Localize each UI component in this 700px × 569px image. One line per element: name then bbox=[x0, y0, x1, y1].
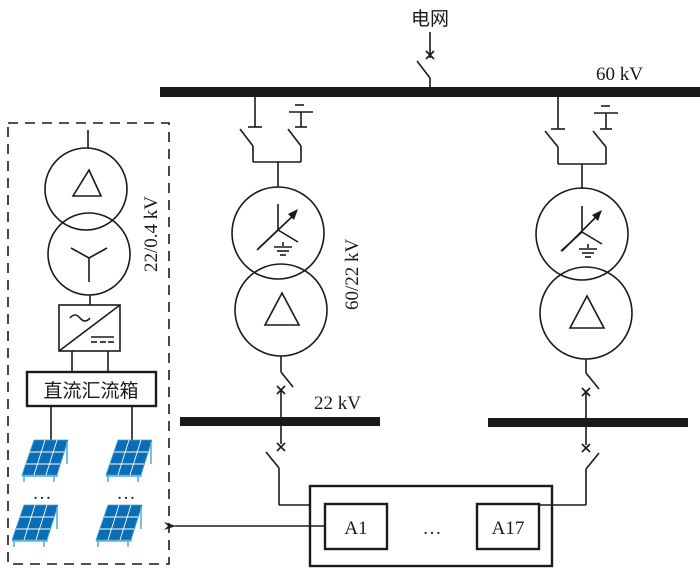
breaker-x-icon bbox=[276, 442, 286, 452]
main-branch-right bbox=[535, 97, 633, 418]
transformer-primary-winding bbox=[535, 187, 629, 281]
feeder-ellipsis: … bbox=[423, 518, 442, 539]
earth-icon bbox=[289, 104, 313, 128]
dc-combiner-box bbox=[25, 370, 158, 408]
transformer-secondary-winding bbox=[47, 212, 131, 296]
transformer-primary-winding bbox=[44, 147, 128, 231]
earthing-switch-blade bbox=[592, 130, 607, 148]
pv-transformer-rating: 22/0.4 kV bbox=[141, 196, 162, 272]
star-grounded-tap-icon bbox=[560, 206, 603, 258]
earthing-switch-blade bbox=[287, 128, 302, 147]
feeder-right bbox=[539, 427, 600, 506]
feeder-a17-box[interactable] bbox=[475, 502, 541, 551]
grid-breaker-x-icon bbox=[425, 50, 435, 60]
transformer-secondary-winding bbox=[539, 266, 633, 360]
pv-panel-icon bbox=[105, 439, 153, 482]
pv-step-up-transformer bbox=[44, 147, 131, 296]
disconnector-blade bbox=[239, 128, 254, 147]
dc-combiner-label: 直流汇流箱 bbox=[43, 380, 138, 402]
mv-bus-left-label: 22 kV bbox=[314, 393, 361, 414]
hv-bus-label: 60 kV bbox=[596, 64, 643, 85]
main-branch-left: 60/22 kV bbox=[231, 97, 363, 417]
main-transformer-right bbox=[535, 187, 633, 360]
transformer-secondary-winding bbox=[234, 263, 328, 357]
grid-connection: 电网 bbox=[411, 8, 449, 88]
feeder-left bbox=[265, 426, 310, 506]
feeder-switch-blade bbox=[265, 451, 280, 469]
delta-icon bbox=[568, 294, 606, 329]
feeder-a1-label: A1 bbox=[344, 518, 367, 539]
delta-icon bbox=[71, 168, 103, 197]
mv-busbar-right bbox=[488, 418, 688, 427]
main-transformer-left-rating: 60/22 kV bbox=[342, 238, 363, 310]
earth-icon bbox=[594, 105, 618, 130]
pv-panel-icon bbox=[95, 504, 143, 547]
grid-switch-blade bbox=[416, 60, 431, 79]
pv-row-ellipsis-right: … bbox=[117, 483, 136, 504]
lv-switch-blade bbox=[280, 371, 294, 388]
transformer-primary-winding bbox=[231, 186, 325, 280]
feeder-group: A1 … A17 bbox=[164, 484, 554, 568]
mv-busbar-left bbox=[180, 417, 380, 426]
disconnector-blade bbox=[544, 130, 559, 148]
lv-switch-blade bbox=[585, 372, 600, 390]
delta-icon bbox=[263, 291, 301, 326]
pv-station: 22/0.4 kV 直流汇流箱 bbox=[7, 122, 170, 565]
pv-station-boundary bbox=[7, 122, 170, 565]
breaker-x-icon bbox=[581, 443, 591, 453]
feeder-a17-label: A17 bbox=[492, 518, 525, 539]
star-grounded-tap-icon bbox=[256, 204, 299, 256]
main-transformer-left bbox=[231, 186, 328, 357]
pv-panel-icon bbox=[21, 439, 69, 482]
inverter-icon bbox=[58, 304, 121, 352]
pv-panel-icon bbox=[11, 504, 59, 547]
star-icon bbox=[70, 247, 108, 282]
hv-busbar bbox=[160, 87, 700, 97]
pv-row-ellipsis-left: … bbox=[33, 483, 52, 504]
feeder-switch-blade bbox=[585, 452, 600, 470]
grid-label: 电网 bbox=[411, 8, 449, 30]
